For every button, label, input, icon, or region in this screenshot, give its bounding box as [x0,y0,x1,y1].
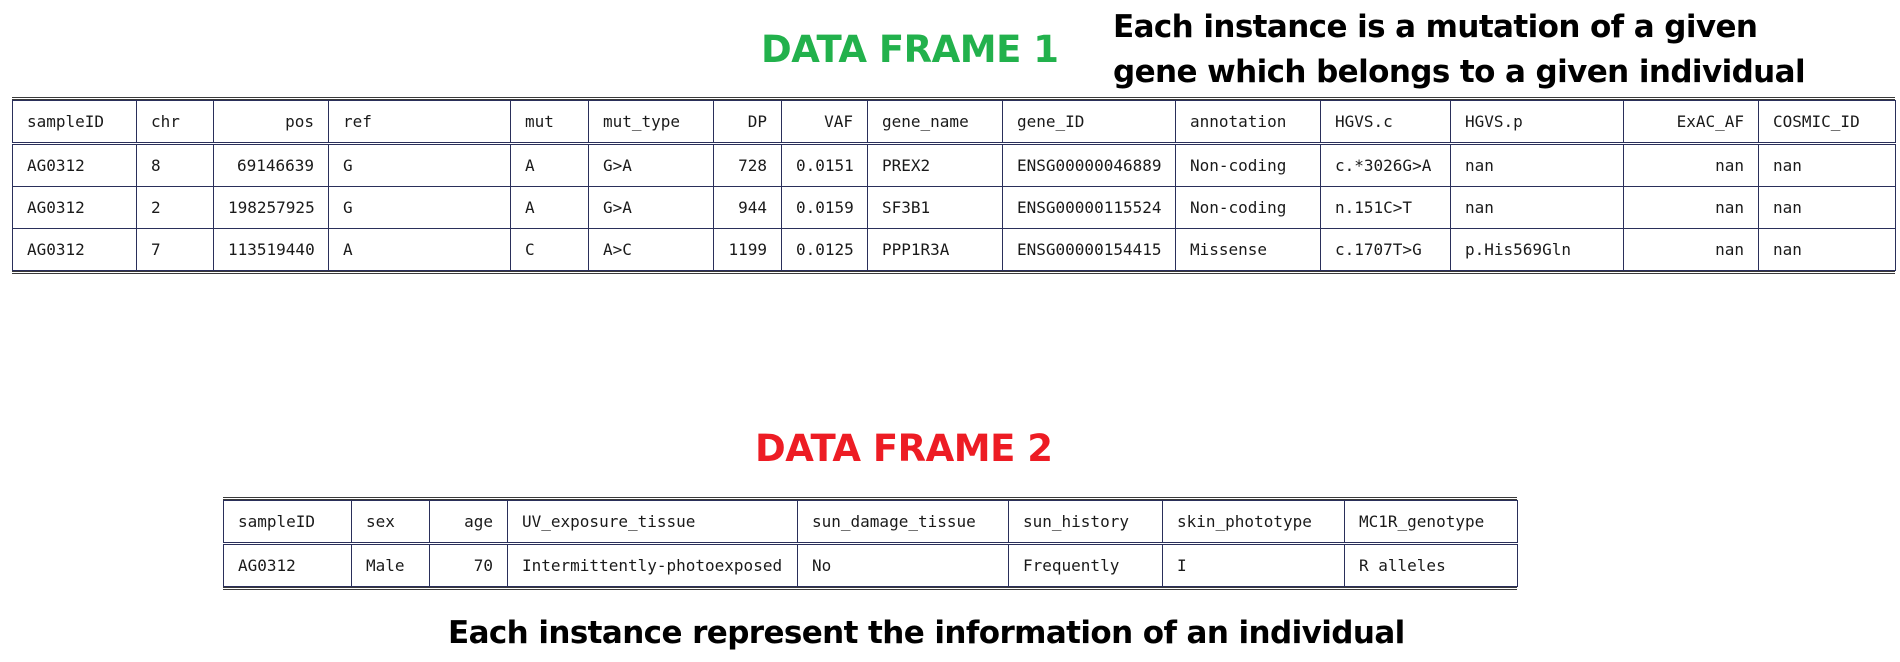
table-cell: nan [1623,143,1759,187]
table-cell: 0.0151 [781,143,868,187]
table-cell: Male [351,543,430,587]
table-cell: nan [1758,228,1896,271]
data-frame-1-title: DATA FRAME 1 [761,28,1059,71]
table-cell: ENSG00000115524 [1002,186,1176,229]
column-header: mut [510,100,589,145]
column-header: sampleID [223,500,352,545]
column-header: pos [213,100,329,145]
column-header: annotation [1175,100,1321,145]
table-cell: No [797,543,1009,587]
table-cell: A [510,186,589,229]
table-cell: Non-coding [1175,143,1321,187]
column-header: HGVS.c [1320,100,1451,145]
column-header: ref [328,100,511,145]
table-cell: I [1162,543,1345,587]
table-cell: A>C [588,228,714,271]
table-cell: c.1707T>G [1320,228,1451,271]
column-header: sun_history [1008,500,1163,545]
table-cell: AG0312 [12,228,137,271]
column-header: gene_ID [1002,100,1176,145]
table-cell: G>A [588,186,714,229]
data-frame-1-description: Each instance is a mutation of a given g… [1113,5,1806,95]
column-header: mut_type [588,100,714,145]
table-cell: ENSG00000046889 [1002,143,1176,187]
column-header: UV_exposure_tissue [507,500,798,545]
data-frame-2-description: Each instance represent the information … [448,615,1405,651]
table-cell: 944 [713,186,782,229]
table-cell: 69146639 [213,143,329,187]
table-cell: c.*3026G>A [1320,143,1451,187]
column-header: ExAC_AF [1623,100,1759,145]
table-cell: 8 [136,143,214,187]
table-cell: PREX2 [867,143,1003,187]
table-cell: G>A [588,143,714,187]
table-cell: n.151C>T [1320,186,1451,229]
table-cell: G [328,143,511,187]
data-frame-2-title: DATA FRAME 2 [755,427,1053,470]
table-cell: AG0312 [12,186,137,229]
table-cell: Missense [1175,228,1321,271]
data-frame-1-description-line: Each instance is a mutation of a given [1113,9,1758,45]
table-cell: 728 [713,143,782,187]
column-header: gene_name [867,100,1003,145]
table-cell: PPP1R3A [867,228,1003,271]
column-header: DP [713,100,782,145]
table-cell: C [510,228,589,271]
table-cell: 70 [429,543,508,587]
column-header: VAF [781,100,868,145]
column-header: skin_phototype [1162,500,1345,545]
table-cell: SF3B1 [867,186,1003,229]
column-header: sun_damage_tissue [797,500,1009,545]
table-cell: AG0312 [12,143,137,187]
column-header: sex [351,500,430,545]
table-cell: Intermittently-photoexposed [507,543,798,587]
table-cell: Frequently [1008,543,1163,587]
table-cell: nan [1450,143,1624,187]
table-cell: 2 [136,186,214,229]
table-cell: nan [1623,186,1759,229]
table-cell: A [328,228,511,271]
column-header: MC1R_genotype [1344,500,1518,545]
column-header: sampleID [12,100,137,145]
column-header: chr [136,100,214,145]
data-frame-1-description-line: gene which belongs to a given individual [1113,54,1806,90]
table-cell: AG0312 [223,543,352,587]
table-cell: nan [1623,228,1759,271]
table-cell: p.His569Gln [1450,228,1624,271]
table-cell: ENSG00000154415 [1002,228,1176,271]
table-cell: Non-coding [1175,186,1321,229]
column-header: HGVS.p [1450,100,1624,145]
table-cell: R alleles [1344,543,1518,587]
table-cell: 198257925 [213,186,329,229]
table-cell: nan [1758,143,1896,187]
table-cell: G [328,186,511,229]
table-cell: nan [1450,186,1624,229]
table-cell: 0.0159 [781,186,868,229]
column-header: COSMIC_ID [1758,100,1896,145]
table-cell: 0.0125 [781,228,868,271]
table-cell: nan [1758,186,1896,229]
table-cell: 1199 [713,228,782,271]
table-cell: A [510,143,589,187]
table-cell: 113519440 [213,228,329,271]
column-header: age [429,500,508,545]
table-cell: 7 [136,228,214,271]
